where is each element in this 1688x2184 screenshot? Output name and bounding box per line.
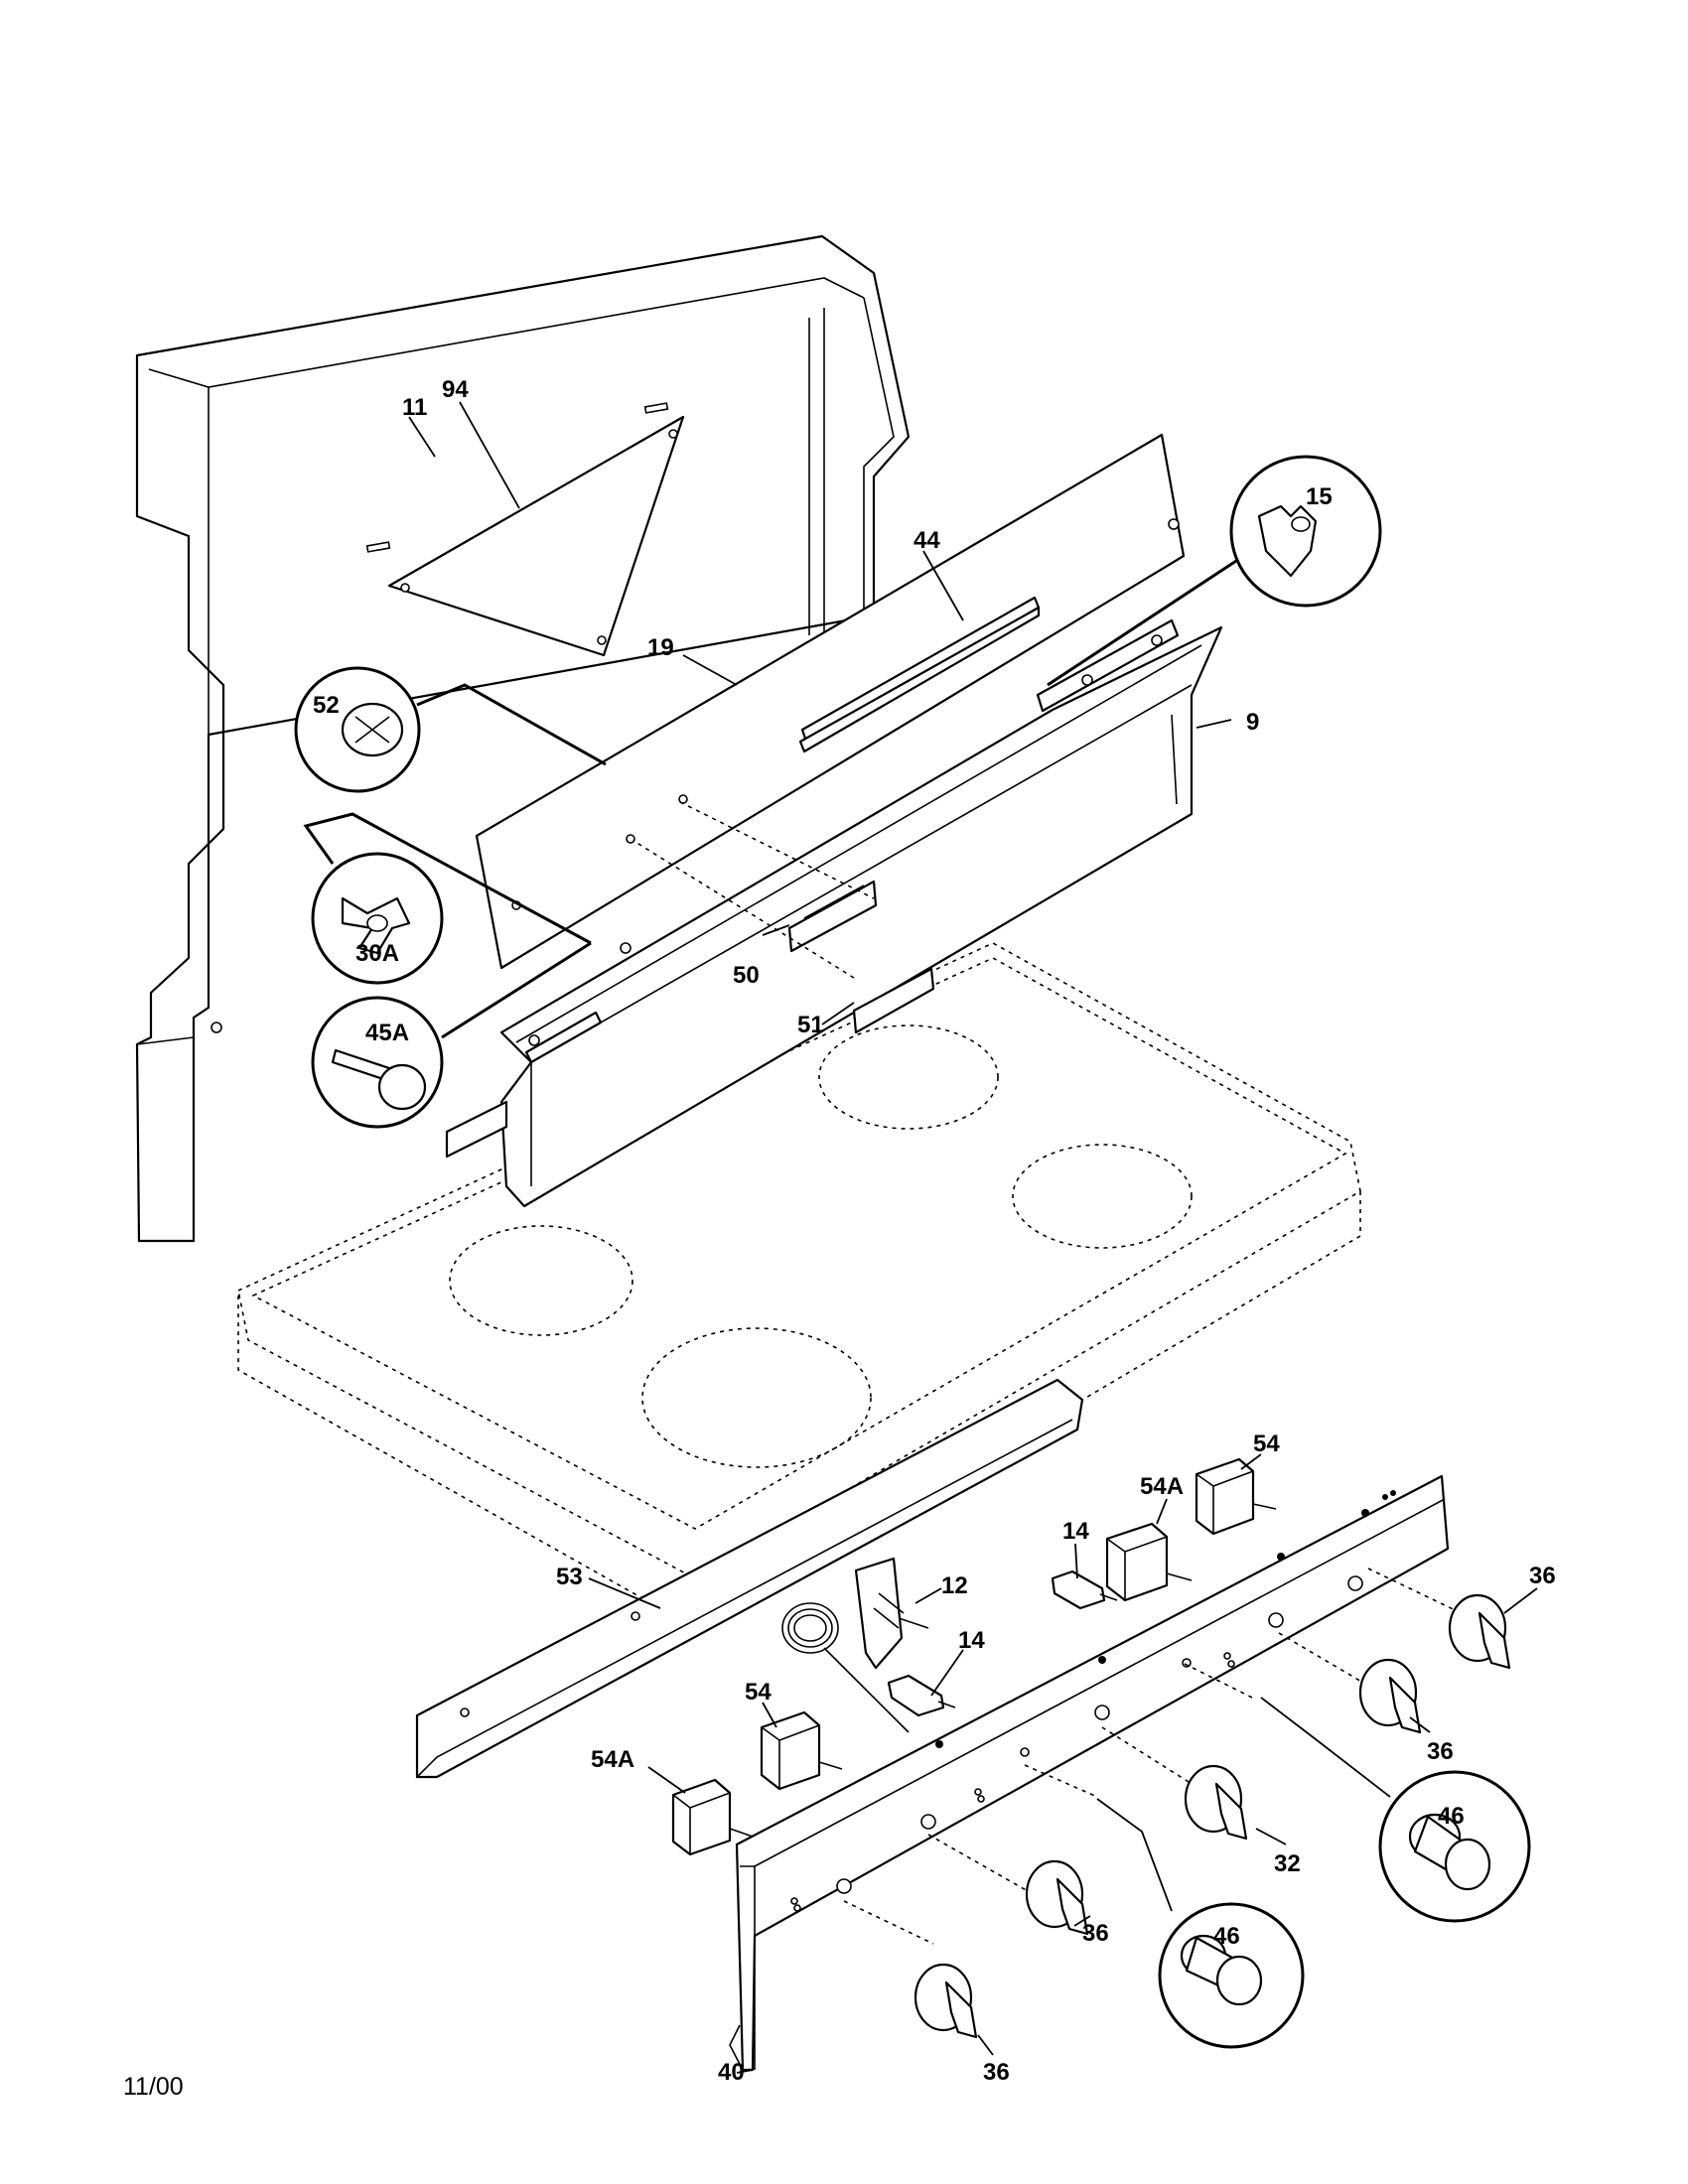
leader-line-11: [408, 416, 436, 458]
leader-line-32: [1255, 1828, 1287, 1845]
leader-line-14a: [1074, 1543, 1078, 1579]
burner-left-front: [641, 1327, 872, 1468]
callout-45A: 45A: [365, 1020, 409, 1046]
callout-36: 36: [1082, 1920, 1109, 1947]
knob-part-32: [1184, 1764, 1248, 1841]
knob-path-line: [843, 1900, 934, 1945]
leader-line-19: [682, 654, 738, 686]
trim-strip-part-44: [798, 596, 1041, 753]
leader-line-53: [588, 1577, 661, 1609]
leader-line-54Ab: [647, 1766, 686, 1794]
switch-part-54: [1195, 1457, 1277, 1536]
callout-44: 44: [914, 527, 940, 554]
thermostat-part-12: [781, 1557, 929, 1733]
knob-part-36: [1358, 1658, 1422, 1734]
callout-54A: 54A: [591, 1746, 634, 1773]
callout-53: 53: [556, 1564, 583, 1590]
callout-54: 54: [1253, 1431, 1280, 1457]
leader-line-36b: [1409, 1716, 1431, 1733]
leader-line-9: [1196, 719, 1232, 729]
callout-54A: 54A: [1140, 1473, 1184, 1500]
callout-94: 94: [442, 376, 469, 403]
burner-right-rear: [818, 1024, 999, 1130]
detail-circle-52: [294, 666, 607, 793]
callout-46: 46: [1438, 1803, 1465, 1830]
leader-line-36d: [977, 2034, 994, 2056]
callout-32: 32: [1274, 1850, 1301, 1877]
callout-40: 40: [718, 2059, 745, 2086]
callout-36: 36: [983, 2059, 1010, 2086]
burner-left-rear: [449, 1225, 633, 1336]
leader-line-51: [821, 1002, 855, 1025]
ignitor-switch-part-14: [1051, 1570, 1118, 1610]
knob-path-line: [927, 1834, 1029, 1892]
knob-path-line: [1367, 1568, 1469, 1617]
detail-circle-15: [1047, 455, 1382, 687]
knob-part-36: [914, 1963, 978, 2039]
leader-line-36c: [1073, 1915, 1091, 1927]
callout-36: 36: [1427, 1738, 1454, 1765]
callout-14: 14: [958, 1627, 985, 1654]
callout-14: 14: [1062, 1518, 1089, 1545]
leader-line-54Aa: [1156, 1498, 1168, 1525]
switch-part-54A: [671, 1778, 754, 1856]
rear-panel-part-11: [135, 234, 911, 1243]
cover-plate-part-94: [387, 415, 685, 657]
leader-line-50: [762, 924, 790, 936]
callout-19: 19: [647, 634, 674, 661]
overlay-part-51: [852, 967, 935, 1034]
callout-12: 12: [941, 1572, 968, 1599]
leader-line-36a: [1503, 1587, 1538, 1614]
callout-9: 9: [1246, 709, 1259, 736]
callout-11: 11: [402, 394, 427, 421]
switch-part-54: [760, 1710, 843, 1791]
callout-15: 15: [1306, 483, 1333, 510]
leader-line-40: [736, 2069, 754, 2074]
leader-line-54b: [762, 1702, 777, 1728]
callout-52: 52: [313, 692, 340, 719]
knob-path-line: [1024, 1764, 1098, 1798]
revision-date: 11/00: [123, 2073, 184, 2101]
knob-part-36: [1448, 1593, 1511, 1670]
switch-part-54A: [1105, 1522, 1193, 1602]
detail-circle-30A: [303, 812, 592, 985]
knob-part-36: [1025, 1859, 1089, 1936]
leader-line-94: [459, 401, 520, 509]
callout-51: 51: [797, 1012, 824, 1038]
knob-path-line: [1278, 1632, 1381, 1694]
control-bracket-part-40: [729, 1474, 1450, 2072]
callout-36: 36: [1529, 1563, 1556, 1589]
callout-30A: 30A: [355, 940, 399, 967]
leader-line-44: [922, 550, 964, 621]
clock-lens-part-50: [787, 880, 878, 953]
detail-circle-45A: [311, 941, 592, 1129]
leader-line-54a: [1240, 1453, 1262, 1470]
callout-54: 54: [745, 1679, 772, 1706]
front-manifold-part-53: [415, 1378, 1084, 1779]
detail-circle-46: [1096, 1798, 1305, 2049]
detail-circle-46: [1260, 1697, 1531, 1923]
callout-46: 46: [1213, 1923, 1240, 1950]
screw-path-line: [679, 801, 875, 899]
leader-line-12: [914, 1587, 942, 1604]
callout-50: 50: [733, 962, 760, 989]
ignitor-switch-part-14: [887, 1674, 956, 1717]
leader-line-14b: [930, 1649, 964, 1697]
burner-right-front: [1012, 1144, 1193, 1249]
knob-path-line: [1101, 1726, 1197, 1788]
